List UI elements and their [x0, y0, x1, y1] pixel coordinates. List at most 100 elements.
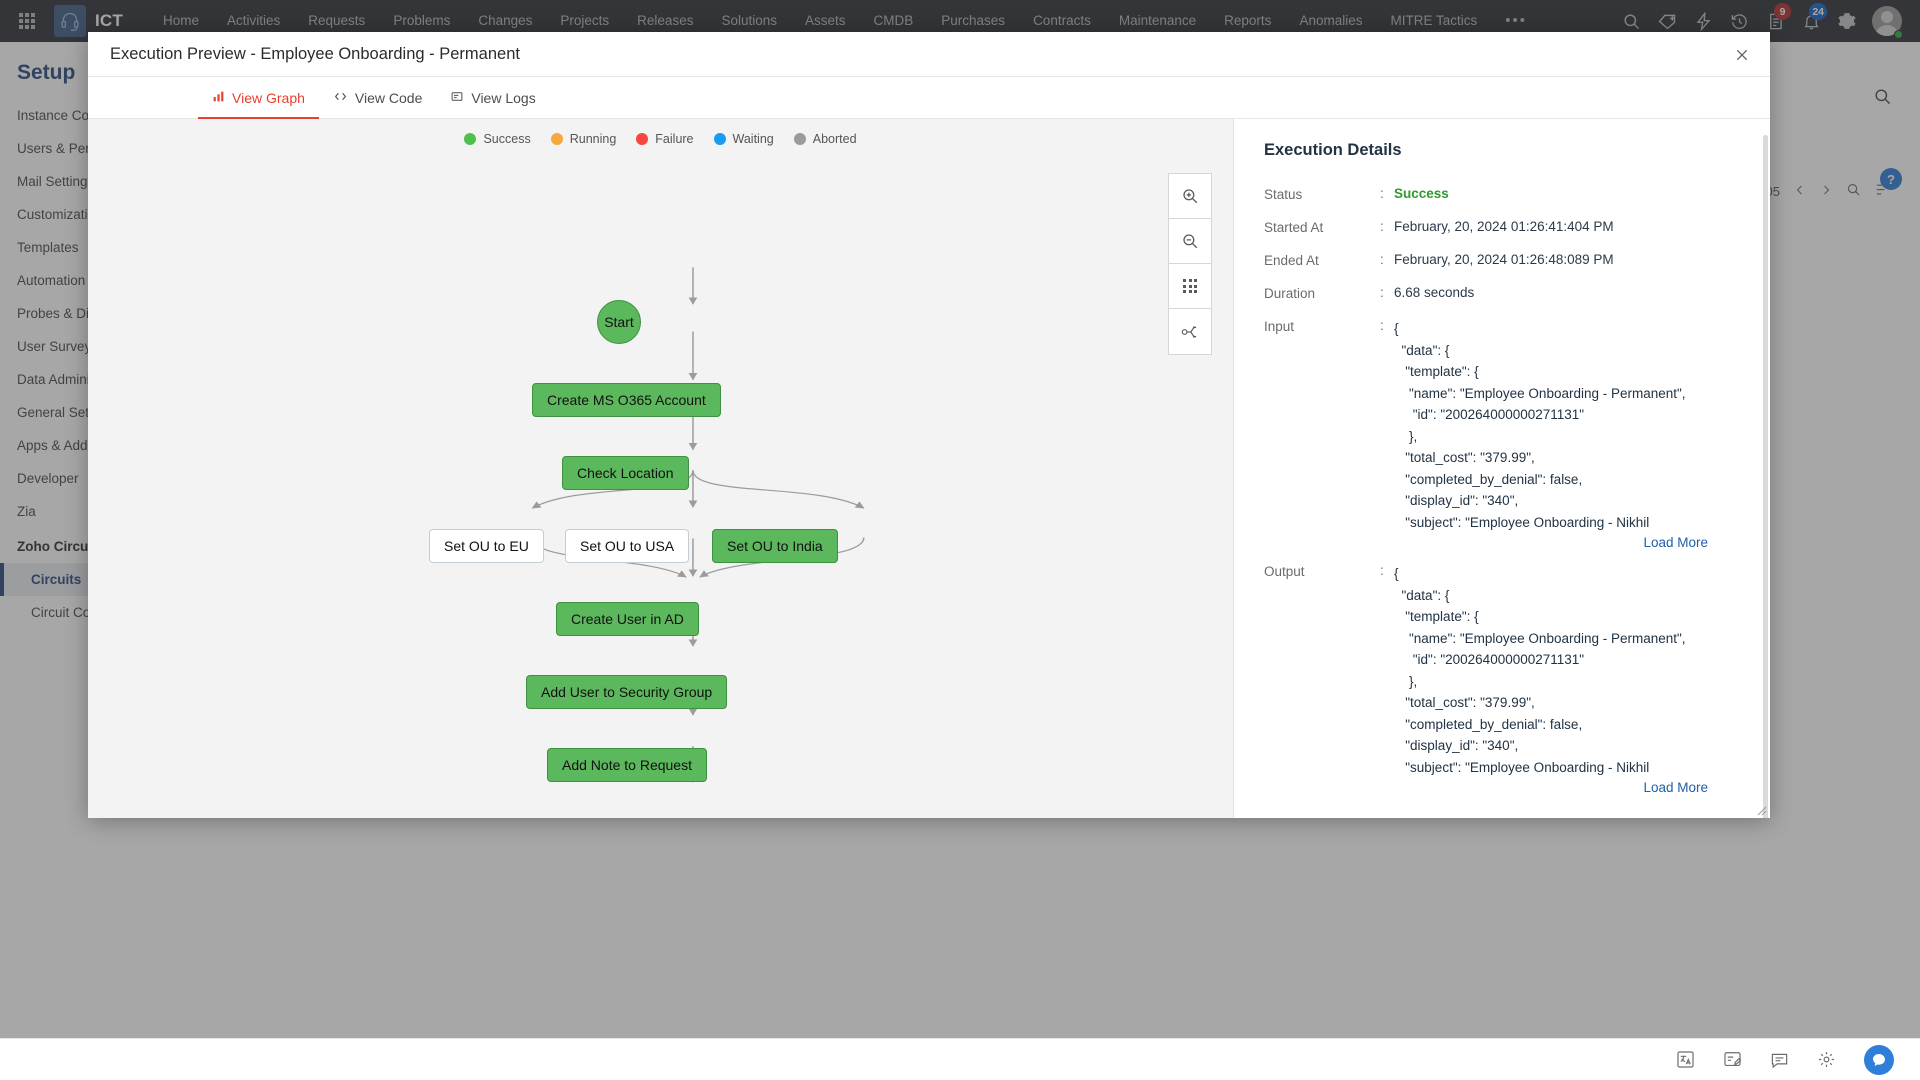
details-scrollbar[interactable] [1763, 135, 1768, 818]
execution-details-title: Execution Details [1264, 141, 1402, 159]
sidebar-item-zia[interactable]: Zia [17, 504, 36, 519]
nav-item-releases[interactable]: Releases [637, 13, 694, 28]
legend-dot-failure [636, 133, 649, 145]
nav-item-changes[interactable]: Changes [478, 13, 533, 28]
node-set-ou-to-eu[interactable]: Set OU to EU [429, 529, 544, 563]
tasks-icon[interactable]: 9 [1758, 0, 1792, 42]
sidebar-item-automation[interactable]: Automation [17, 273, 86, 288]
output-load-more-link[interactable]: Load More [1643, 780, 1708, 795]
logs-icon [450, 90, 464, 106]
detail-row-started-at: Started At : February, 20, 2024 01:26:41… [1264, 219, 1744, 235]
legend-item-aborted: Aborted [793, 132, 857, 146]
output-json: { "data": { "template": { "name": "Emplo… [1394, 566, 1686, 775]
next-page-icon[interactable] [1820, 184, 1832, 199]
nav-item-assets[interactable]: Assets [805, 13, 846, 28]
notifications-icon[interactable]: 24 [1794, 0, 1828, 42]
tab-view-logs[interactable]: View Logs [436, 77, 549, 119]
sidebar-item-mail-settings[interactable]: Mail Settings [17, 174, 95, 189]
settings-icon[interactable] [1817, 1050, 1836, 1069]
detail-colon: : [1380, 219, 1384, 234]
history-icon[interactable] [1722, 0, 1756, 42]
legend-label-aborted: Aborted [812, 132, 857, 146]
zoom-in-button[interactable] [1169, 174, 1211, 219]
nav-item-requests[interactable]: Requests [308, 13, 366, 28]
comment-icon[interactable] [1770, 1050, 1789, 1069]
node-add-note-to-request[interactable]: Add Note to Request [547, 748, 707, 782]
nav-item-problems[interactable]: Problems [393, 13, 451, 28]
node-check-location-label: Check Location [577, 465, 674, 481]
node-set-ou-to-usa-label: Set OU to USA [580, 538, 675, 554]
nav-item-purchases[interactable]: Purchases [941, 13, 1006, 28]
node-create-user-in-ad[interactable]: Create User in AD [556, 602, 699, 636]
nav-item-projects[interactable]: Projects [560, 13, 610, 28]
node-set-ou-to-eu-label: Set OU to EU [444, 538, 529, 554]
legend-dot-running [550, 133, 563, 145]
detail-label-started-at: Started At [1264, 220, 1324, 235]
tab-view-graph[interactable]: View Graph [198, 77, 319, 120]
node-start-label: Start [604, 314, 634, 330]
top-nav-actions: 9 24 [1614, 0, 1920, 42]
settings-gear-icon[interactable] [1830, 0, 1864, 42]
layout-tree-button[interactable] [1169, 309, 1211, 354]
translate-icon[interactable] [1676, 1050, 1695, 1069]
node-start[interactable]: Start [597, 300, 641, 344]
close-icon[interactable] [1730, 43, 1754, 67]
fit-grid-button[interactable] [1169, 264, 1211, 309]
help-button[interactable]: ? [1880, 168, 1902, 190]
node-check-location[interactable]: Check Location [562, 456, 689, 490]
workflow-canvas[interactable]: Start Create MS O365 Account Check Locat… [88, 119, 1233, 818]
sidebar-item-developer[interactable]: Developer [17, 471, 79, 486]
graph-zoom-controls [1168, 173, 1212, 355]
modal-resize-handle[interactable] [1755, 803, 1767, 816]
zoom-out-button[interactable] [1169, 219, 1211, 264]
legend-dot-aborted [793, 133, 806, 145]
modal-header: Execution Preview - Employee Onboarding … [88, 32, 1770, 77]
nav-item-anomalies[interactable]: Anomalies [1299, 13, 1363, 28]
bottom-toolbar [0, 1038, 1920, 1080]
page-search-icon[interactable] [1873, 87, 1892, 111]
search-icon[interactable] [1614, 0, 1648, 42]
chat-bubble-icon[interactable] [1864, 1044, 1894, 1075]
sidebar-item-user-surveys[interactable]: User Surveys [17, 339, 99, 354]
node-create-ms-o365-account[interactable]: Create MS O365 Account [532, 383, 721, 417]
nav-item-maintenance[interactable]: Maintenance [1118, 13, 1197, 28]
nav-item-mitre-tactics[interactable]: MITRE Tactics [1390, 13, 1478, 28]
nav-item-cmdb[interactable]: CMDB [873, 13, 914, 28]
quick-actions-icon[interactable] [1686, 0, 1720, 42]
nav-item-home[interactable]: Home [162, 13, 199, 28]
node-set-ou-to-india[interactable]: Set OU to India [712, 529, 838, 563]
sidebar-item-customization[interactable]: Customization [17, 207, 103, 222]
node-add-user-to-security-group[interactable]: Add User to Security Group [526, 675, 728, 709]
input-load-more-link[interactable]: Load More [1643, 535, 1708, 550]
nav-item-reports[interactable]: Reports [1224, 13, 1272, 28]
input-json: { "data": { "template": { "name": "Emplo… [1394, 321, 1686, 530]
edit-note-icon[interactable] [1723, 1050, 1742, 1069]
modal-title: Execution Preview - Employee Onboarding … [110, 44, 520, 63]
detail-colon: : [1380, 186, 1384, 201]
nav-more-icon[interactable]: ••• [1505, 12, 1527, 29]
legend-item-failure: Failure [636, 132, 694, 146]
node-create-ms-o365-account-label: Create MS O365 Account [547, 392, 706, 408]
nav-item-contracts[interactable]: Contracts [1033, 13, 1091, 28]
modal-tabs: View Graph View Code View Logs [88, 77, 1770, 120]
nav-item-solutions[interactable]: Solutions [721, 13, 777, 28]
detail-row-ended-at: Ended At : February, 20, 2024 01:26:48:0… [1264, 252, 1744, 268]
list-search-icon[interactable] [1846, 182, 1861, 200]
detail-label-duration: Duration [1264, 286, 1316, 301]
node-set-ou-to-usa[interactable]: Set OU to USA [565, 529, 690, 563]
tab-view-graph-label: View Graph [232, 89, 305, 106]
app-launcher-icon[interactable] [0, 13, 54, 29]
sidebar-item-templates[interactable]: Templates [17, 240, 79, 255]
code-icon [333, 90, 348, 106]
detail-colon: : [1380, 285, 1384, 300]
brand[interactable]: ICT [54, 5, 135, 37]
detail-value-duration: 6.68 seconds [1394, 285, 1475, 300]
tab-view-code-label: View Code [354, 89, 423, 106]
tab-view-code[interactable]: View Code [319, 77, 436, 119]
prev-page-icon[interactable] [1794, 184, 1806, 199]
detail-row-duration: Duration : 6.68 seconds [1264, 285, 1744, 301]
nav-item-activities[interactable]: Activities [227, 13, 281, 28]
avatar[interactable] [1866, 0, 1908, 42]
add-ticket-icon[interactable] [1650, 0, 1684, 42]
